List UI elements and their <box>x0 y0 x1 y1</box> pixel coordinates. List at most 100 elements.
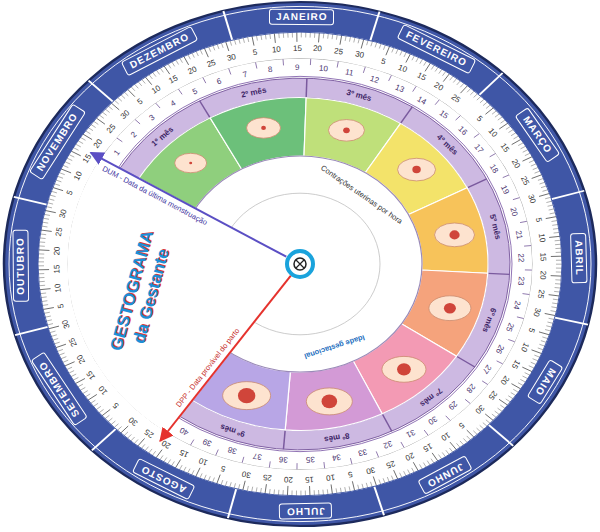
day-number: 25 <box>206 59 217 69</box>
day-tick <box>322 490 324 495</box>
day-tick <box>204 48 208 57</box>
day-tick <box>457 81 461 85</box>
day-tick <box>412 468 415 473</box>
day-tick <box>172 62 175 67</box>
week-number: 26 <box>494 343 505 355</box>
day-tick <box>47 324 53 325</box>
day-number: 25 <box>385 458 396 469</box>
day-tick <box>283 33 284 38</box>
day-tick <box>196 51 198 56</box>
day-number: 30 <box>61 319 71 330</box>
day-tick <box>371 482 373 487</box>
day-tick <box>76 144 81 147</box>
day-tick <box>160 68 163 72</box>
day-tick <box>292 32 293 37</box>
day-tick <box>336 34 338 39</box>
day-tick <box>145 447 149 451</box>
day-tick <box>553 299 559 301</box>
day-tick <box>532 350 542 354</box>
day-tick <box>556 264 562 265</box>
day-tick <box>551 311 557 312</box>
day-tick <box>555 279 561 280</box>
day-tick <box>539 193 549 196</box>
day-tick <box>305 32 306 37</box>
day-number: 30 <box>128 415 140 427</box>
day-tick <box>38 257 44 258</box>
week-tick <box>135 120 140 124</box>
week-number: 28 <box>465 382 477 394</box>
month-name: AGOSTO <box>139 464 187 495</box>
day-tick <box>456 443 460 447</box>
day-tick <box>124 92 128 96</box>
day-number: 10 <box>325 473 335 482</box>
day-tick <box>470 91 474 95</box>
day-tick <box>366 483 368 488</box>
day-tick <box>394 470 398 479</box>
day-tick <box>73 148 78 151</box>
day-number: 30 <box>532 307 542 318</box>
month-box: OUTUBRO <box>13 230 30 302</box>
day-number: 10 <box>397 64 408 75</box>
day-tick <box>145 77 151 85</box>
day-tick <box>498 408 503 411</box>
week-tick <box>503 175 509 178</box>
day-tick <box>45 316 51 317</box>
day-number: 25 <box>68 336 79 347</box>
week-tick <box>497 361 503 364</box>
week-ring-edge <box>68 59 532 470</box>
month-name: MARÇO <box>522 114 555 155</box>
day-tick <box>142 79 146 83</box>
day-number: 5 <box>475 115 484 124</box>
day-tick <box>247 486 248 491</box>
belly-illustration <box>382 356 426 382</box>
day-tick <box>520 146 525 149</box>
week-number: 14 <box>416 95 428 106</box>
day-tick <box>553 228 559 230</box>
month-name: SETEMBRO <box>38 360 82 419</box>
day-number: 20 <box>499 374 511 386</box>
day-tick <box>38 269 49 270</box>
day-number: 25 <box>449 93 461 105</box>
day-number: 5 <box>66 189 75 196</box>
day-tick <box>485 414 493 421</box>
day-tick <box>39 285 45 286</box>
day-tick <box>149 75 152 79</box>
day-tick <box>492 111 497 115</box>
day-tick <box>41 296 47 298</box>
day-tick <box>111 421 115 425</box>
month-name: DEZEMBRO <box>128 31 191 70</box>
week-number: 10 <box>319 65 329 74</box>
day-tick <box>50 195 56 197</box>
day-number: 25 <box>519 175 530 186</box>
week-number: 3 <box>148 114 156 123</box>
day-number: 20 <box>433 82 445 93</box>
day-tick <box>196 468 200 477</box>
day-tick <box>554 232 560 234</box>
day-tick <box>273 489 275 494</box>
day-tick <box>506 126 511 129</box>
day-tick <box>383 45 385 50</box>
day-tick <box>243 38 244 43</box>
day-number: 25 <box>263 473 273 482</box>
day-tick <box>94 121 99 124</box>
day-tick <box>204 475 206 480</box>
month-divider <box>14 197 47 205</box>
day-tick <box>80 137 85 140</box>
band-divider <box>200 101 211 118</box>
day-tick <box>449 448 453 452</box>
day-tick <box>387 477 389 482</box>
day-number: 5 <box>457 420 465 429</box>
month-name: JUNHO <box>425 461 465 489</box>
dpp-caption: DPP - Data provável do parto <box>175 327 241 409</box>
month-box: JANEIRO <box>269 9 335 25</box>
day-tick <box>38 273 44 274</box>
day-tick <box>40 233 46 235</box>
day-tick <box>42 222 48 224</box>
week-tick <box>323 462 325 468</box>
month-divider <box>552 191 585 199</box>
band-divider <box>467 179 487 188</box>
week-number: 7 <box>242 70 248 79</box>
band-divider <box>305 78 307 97</box>
day-tick <box>486 105 490 109</box>
week-tick <box>216 450 219 456</box>
